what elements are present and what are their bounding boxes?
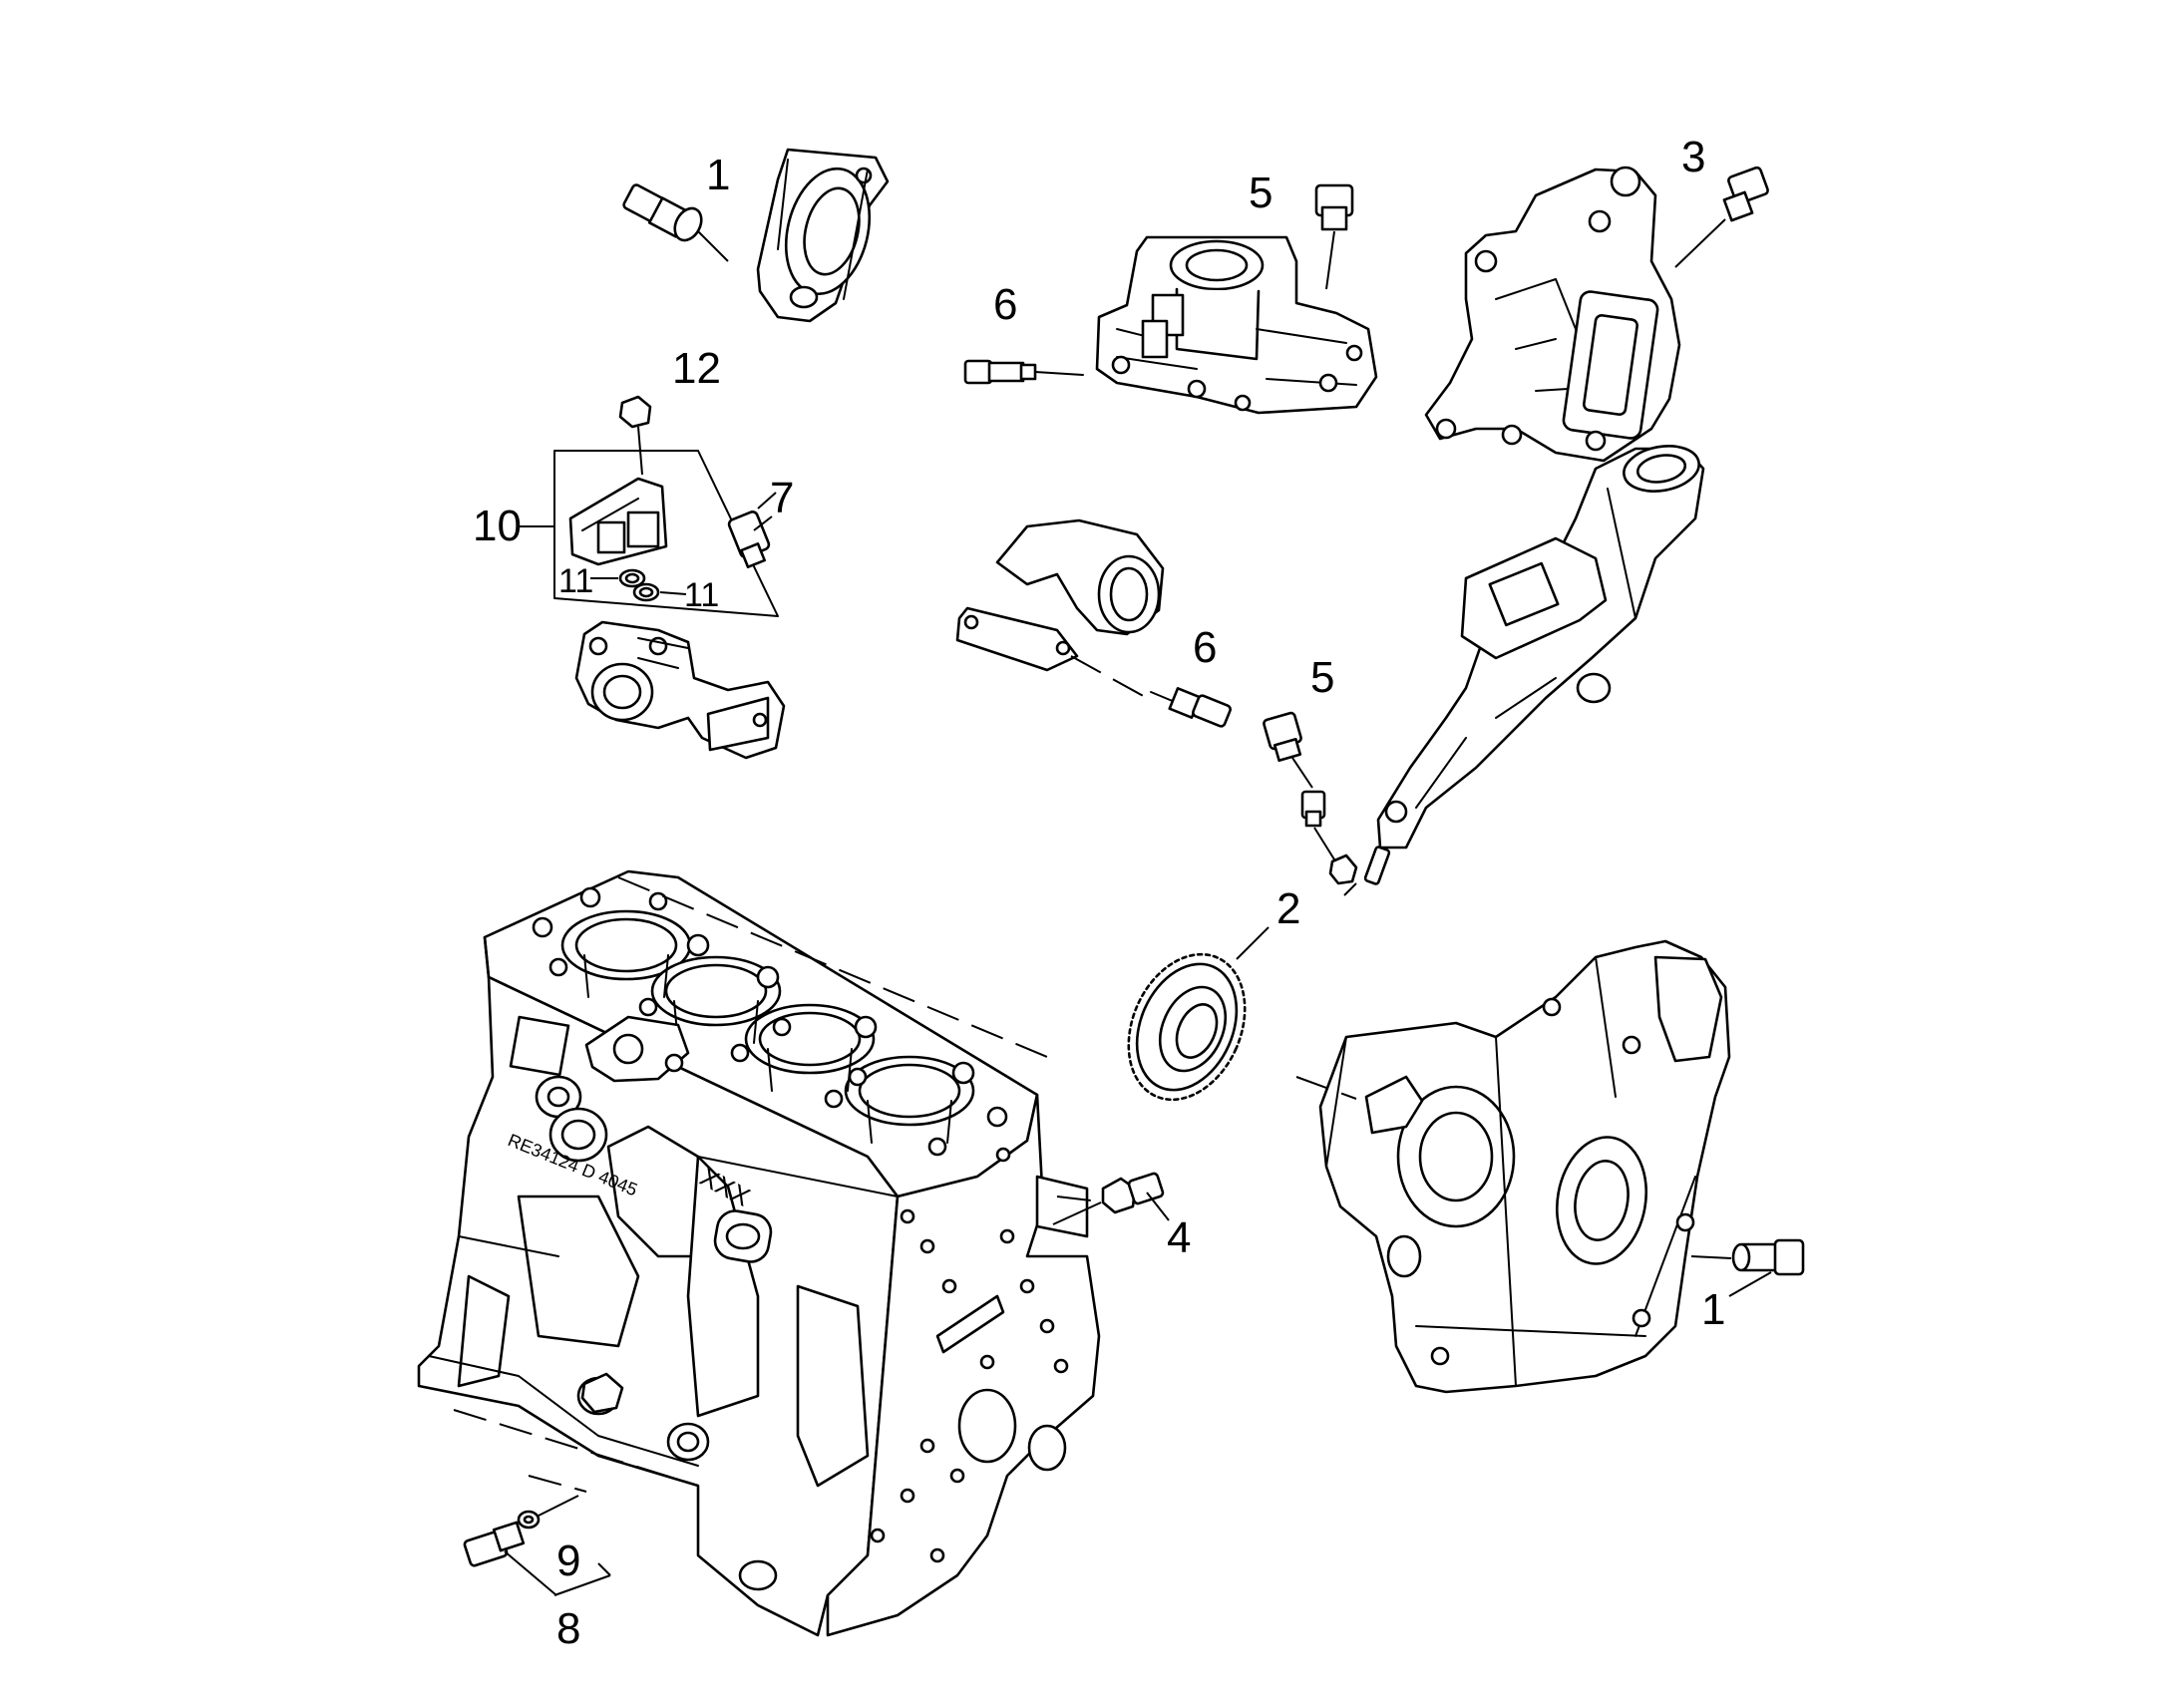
callout-6-mid: 6 [1193,623,1217,672]
callout-10: 10 [473,502,522,550]
heater-bracket-box [553,450,779,617]
intake-elbow-center [955,518,1165,699]
callout-6-top: 6 [993,280,1017,329]
intake-housing-top [1095,235,1378,415]
sensor-1-right [1690,1238,1805,1297]
sensor-5-top [1314,183,1354,290]
heater-bracket-10 [568,477,668,566]
o-ring-9 [517,1495,579,1530]
callout-3: 3 [1681,133,1705,181]
front-flange-housing [756,148,890,323]
sensor-5-mid [1263,711,1313,789]
callout-7: 7 [770,474,794,522]
o-rings-11 [590,568,687,602]
callout-1-top: 1 [706,151,730,199]
intake-manifold-elbow [574,620,786,760]
sensor-1-top [622,183,729,262]
callout-9: 9 [556,1537,580,1585]
sensor-6-mid [1150,687,1232,728]
callout-12: 12 [672,344,721,393]
cooling-housing [1424,166,1681,463]
callout-4: 4 [1167,1213,1191,1262]
callout-1-right: 1 [1701,1285,1725,1334]
sensor-4 [1052,1172,1170,1225]
callout-11-left: 11 [558,562,593,600]
adapter-fittings [1300,790,1391,896]
sensor-8 [463,1475,611,1596]
exhaust-manifold [1376,445,1705,850]
callout-5-top: 5 [1249,169,1272,217]
crankshaft-gear-2 [1127,926,1270,1102]
cylinder-block: XXX RE34124 D 4045 [417,869,1101,1637]
callout-8: 8 [556,1604,580,1653]
sensor-6-top [963,359,1084,385]
callout-2: 2 [1276,884,1300,933]
bolt-12 [618,395,652,476]
callout-5-mid: 5 [1310,653,1334,702]
timing-gear-cover [1295,939,1731,1394]
sensor-3 [1674,166,1769,268]
sensor-7 [727,492,777,569]
callout-11-right: 11 [684,576,719,614]
